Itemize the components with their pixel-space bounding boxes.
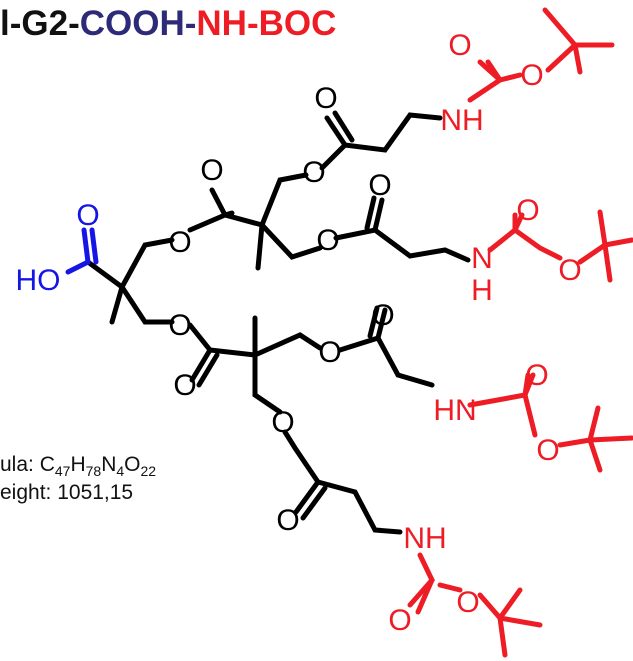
molecular-formula: ula: C47H78N4O22	[0, 453, 157, 480]
title-nhboc: NH-BOC	[196, 4, 337, 43]
skeleton-bonds	[85, 110, 471, 535]
nh-1: NH	[440, 104, 483, 137]
title-dash: -	[184, 4, 197, 43]
carbonyl-o-3: O	[371, 299, 394, 332]
core-o-upper: O	[168, 226, 191, 259]
boc2-o-carbonyl: O	[516, 194, 539, 227]
boc1-o-carbonyl: O	[448, 29, 471, 62]
nh-4: NH	[403, 522, 446, 555]
boc4-o-ether: O	[456, 586, 479, 619]
boc4-o-carbonyl: O	[388, 604, 411, 637]
title-prefix: l-G2-	[0, 4, 80, 43]
boc3-o-carbonyl: O	[525, 359, 548, 392]
page-title: l-G2-COOH-NH-BOC	[0, 4, 336, 44]
n-2: N	[471, 242, 493, 275]
core-o-lower: O	[168, 309, 191, 342]
h-2: H	[471, 274, 493, 307]
atom-labels: O HO O O O O O O O O O O O O NH O O N H …	[16, 29, 582, 637]
boc1-o-ether: O	[520, 59, 543, 92]
hn-3: HN	[433, 394, 476, 427]
acid-ho: HO	[16, 264, 61, 297]
arm-o-3: O	[318, 336, 341, 369]
boc2-o-ether: O	[558, 254, 581, 287]
carbonyl-o-4: O	[276, 504, 299, 537]
carbonyl-o-1: O	[314, 82, 337, 115]
acid-o: O	[76, 199, 99, 232]
arm-o-4: O	[271, 406, 294, 439]
boc-bonds	[407, 7, 633, 658]
acid-group	[65, 227, 99, 275]
arm-o-2: O	[316, 224, 339, 257]
arm-o-1: O	[302, 156, 325, 189]
title-cooh: COOH	[79, 4, 185, 43]
ester-o-1: O	[200, 154, 223, 187]
ester-o-2: O	[173, 369, 196, 402]
molecular-weight: eight: 1051,15	[0, 481, 134, 504]
carbonyl-o-2: O	[368, 169, 391, 202]
boc3-o-ether: O	[536, 434, 559, 467]
